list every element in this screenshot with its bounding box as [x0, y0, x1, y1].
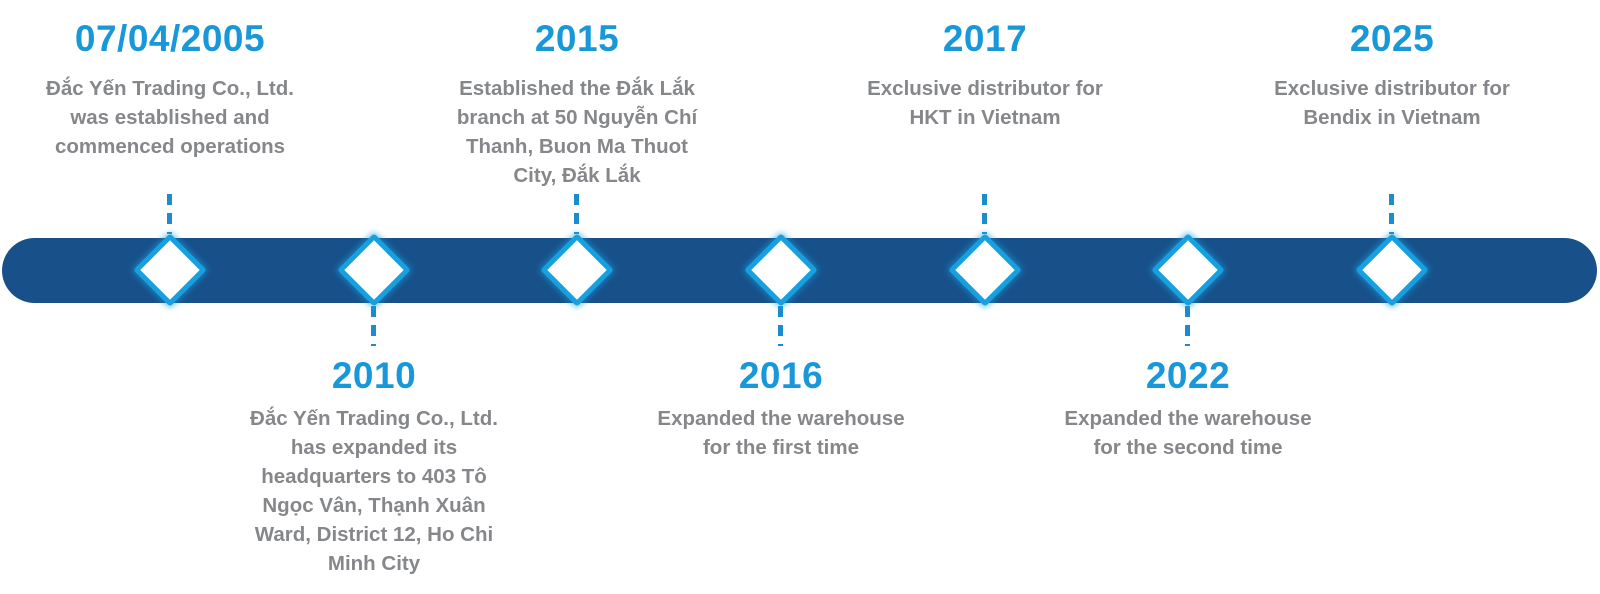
event-2022: 2022 Expanded the warehouse for the seco… [1028, 354, 1348, 462]
connector-2016 [778, 306, 783, 346]
event-2025-description: Exclusive distributor for Bendix in Viet… [1274, 77, 1510, 129]
event-2022-year: 2022 [1145, 355, 1231, 396]
event-2016: 2016 Expanded the warehouse for the firs… [621, 354, 941, 462]
connector-2017 [982, 194, 987, 234]
event-2015: 2015 Established the Đắk Lắk branch at 5… [417, 17, 737, 190]
event-2016-year: 2016 [738, 355, 824, 396]
event-2015-year: 2015 [534, 18, 620, 59]
event-2025-year: 2025 [1349, 18, 1435, 59]
event-2005-year: 07/04/2005 [74, 18, 266, 59]
event-2025: 2025 Exclusive distributor for Bendix in… [1232, 17, 1552, 132]
connector-2015 [574, 194, 579, 234]
event-2016-description: Expanded the warehouse for the first tim… [657, 407, 905, 459]
event-2022-description: Expanded the warehouse for the second ti… [1064, 407, 1312, 459]
event-2010-year: 2010 [331, 355, 417, 396]
event-2015-description: Established the Đắk Lắk branch at 50 Ngu… [456, 77, 698, 187]
connector-2010 [371, 306, 376, 346]
event-2010-description: Đắc Yến Trading Co., Ltd. has expanded i… [250, 407, 498, 575]
event-2017-description: Exclusive distributor for HKT in Vietnam [867, 77, 1103, 129]
event-2005-description: Đắc Yến Trading Co., Ltd. was establishe… [46, 77, 294, 158]
connector-2022 [1185, 306, 1190, 346]
event-2017-year: 2017 [942, 18, 1028, 59]
event-2010: 2010 Đắc Yến Trading Co., Ltd. has expan… [214, 354, 534, 578]
event-2017: 2017 Exclusive distributor for HKT in Vi… [825, 17, 1145, 132]
event-2005: 07/04/2005 Đắc Yến Trading Co., Ltd. was… [10, 17, 330, 161]
connector-2025 [1389, 194, 1394, 234]
connector-2005 [167, 194, 172, 234]
